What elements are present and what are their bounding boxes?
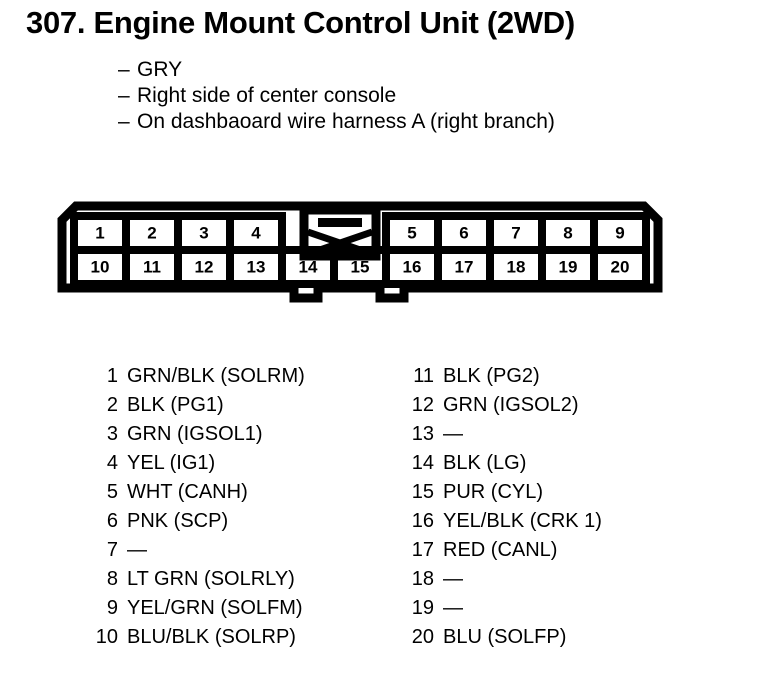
legend-pin-label: PUR (CYL) (443, 481, 544, 503)
legend-pin-number: 8 (106, 568, 118, 590)
legend-pin-label: LT GRN (SOLRLY) (127, 568, 295, 590)
legend-pin-number: 12 (411, 394, 434, 416)
top-row-pin-numbers: 1 2 3 4 5 6 7 8 9 (95, 223, 624, 242)
legend-pin-label: BLK (LG) (443, 452, 527, 474)
legend-row: 20 BLU (SOLFP) (404, 623, 602, 652)
legend-pin-number: 3 (106, 423, 118, 445)
legend-pin-number: 18 (411, 568, 434, 590)
legend-pin-number: 4 (106, 452, 118, 474)
pin-number-14: 14 (299, 257, 318, 276)
legend-pin-number: 20 (411, 626, 434, 648)
pin-number-4: 4 (251, 223, 261, 242)
legend-pin-label: BLK (PG1) (127, 394, 224, 416)
legend-pin-number: 7 (106, 539, 118, 561)
legend-row: 19 — (404, 594, 602, 623)
legend-row: 14 BLK (LG) (404, 449, 602, 478)
pin-number-2: 2 (147, 223, 156, 242)
dash-bullet: – (118, 58, 130, 81)
legend-row: 10 BLU/BLK (SOLRP) (88, 623, 305, 652)
legend-row: 1 GRN/BLK (SOLRM) (88, 362, 305, 391)
legend-row: 9 YEL/GRN (SOLFM) (88, 594, 305, 623)
legend-pin-label: YEL/GRN (SOLFM) (127, 597, 303, 619)
pin-number-18: 18 (507, 257, 526, 276)
bottom-row-cells (70, 246, 650, 288)
page-title: 307. Engine Mount Control Unit (2WD) (26, 5, 575, 40)
legend-pin-label: RED (CANL) (443, 539, 558, 561)
pin-number-11: 11 (143, 257, 161, 276)
legend-row: 8 LT GRN (SOLRLY) (88, 565, 305, 594)
legend-row: 4 YEL (IG1) (88, 449, 305, 478)
legend-pin-number: 10 (95, 626, 118, 648)
legend-pin-label: GRN (IGSOL2) (443, 394, 579, 416)
legend-pin-label: GRN/BLK (SOLRM) (127, 365, 305, 387)
dash-bullet: – (118, 110, 130, 133)
legend-pin-label: BLU/BLK (SOLRP) (127, 626, 296, 648)
legend-pin-label: — (443, 597, 463, 619)
pin-number-3: 3 (199, 223, 208, 242)
pin-number-6: 6 (459, 223, 468, 242)
legend-row: 7 — (88, 536, 305, 565)
legend-pin-label: — (127, 539, 147, 561)
pin-number-5: 5 (407, 223, 416, 242)
pin-number-10: 10 (91, 257, 110, 276)
legend-pin-number: 11 (413, 365, 434, 387)
description-text: Right side of center console (137, 84, 397, 107)
legend-pin-label: WHT (CANH) (127, 481, 248, 503)
description-list: – GRY – Right side of center console – O… (118, 57, 718, 135)
legend-pin-number: 1 (106, 365, 118, 387)
legend-pin-label: — (443, 423, 463, 445)
legend-row: 11 BLK (PG2) (404, 362, 602, 391)
legend-pin-number: 17 (411, 539, 434, 561)
legend-row: 13 — (404, 420, 602, 449)
legend-row: 12 GRN (IGSOL2) (404, 391, 602, 420)
legend-pin-label: BLK (PG2) (443, 365, 540, 387)
pin-number-15: 15 (351, 257, 370, 276)
pin-number-1: 1 (95, 223, 104, 242)
legend-row: 3 GRN (IGSOL1) (88, 420, 305, 449)
legend-row: 2 BLK (PG1) (88, 391, 305, 420)
legend-pin-number: 9 (106, 597, 118, 619)
pin-number-16: 16 (403, 257, 422, 276)
legend-pin-number: 6 (106, 510, 118, 532)
connector-diagram: 1 2 3 4 5 6 7 8 9 10 11 12 13 14 15 16 1… (57, 201, 663, 303)
legend-pin-number: 15 (411, 481, 434, 503)
legend-pin-label: GRN (IGSOL1) (127, 423, 263, 445)
legend-pin-label: PNK (SCP) (127, 510, 229, 532)
legend-row: 16 YEL/BLK (CRK 1) (404, 507, 602, 536)
bottom-row-pin-numbers: 10 11 12 13 14 15 16 17 18 19 20 (91, 257, 630, 276)
pin-legend-column-left: 1 GRN/BLK (SOLRM) 2 BLK (PG1) 3 GRN (IGS… (88, 362, 305, 652)
description-item: – GRY (118, 57, 718, 83)
legend-pin-label: — (443, 568, 463, 590)
legend-row: 5 WHT (CANH) (88, 478, 305, 507)
legend-pin-number: 5 (106, 481, 118, 503)
legend-row: 6 PNK (SCP) (88, 507, 305, 536)
legend-row: 18 — (404, 565, 602, 594)
legend-pin-label: YEL/BLK (CRK 1) (443, 510, 602, 532)
legend-pin-number: 16 (411, 510, 434, 532)
pin-number-20: 20 (611, 257, 630, 276)
pin-number-7: 7 (511, 223, 520, 242)
description-item: – Right side of center console (118, 83, 718, 109)
pin-number-17: 17 (455, 257, 474, 276)
dash-bullet: – (118, 84, 130, 107)
description-item: – On dashbaoard wire harness A (right br… (118, 109, 718, 135)
legend-pin-number: 2 (106, 394, 118, 416)
legend-pin-label: BLU (SOLFP) (443, 626, 567, 648)
legend-row: 17 RED (CANL) (404, 536, 602, 565)
legend-pin-label: YEL (IG1) (127, 452, 216, 474)
pin-number-9: 9 (615, 223, 624, 242)
legend-pin-number: 13 (411, 423, 434, 445)
pin-number-13: 13 (247, 257, 266, 276)
description-text: GRY (137, 58, 183, 81)
legend-pin-number: 19 (411, 597, 434, 619)
legend-pin-number: 14 (411, 452, 434, 474)
legend-row: 15 PUR (CYL) (404, 478, 602, 507)
pin-number-19: 19 (559, 257, 578, 276)
pin-number-12: 12 (195, 257, 214, 276)
pin-number-8: 8 (563, 223, 572, 242)
pin-legend-column-right: 11 BLK (PG2) 12 GRN (IGSOL2) 13 — 14 BLK… (404, 362, 602, 652)
description-text: On dashbaoard wire harness A (right bran… (137, 110, 555, 133)
pin-cell-20 (590, 246, 650, 288)
